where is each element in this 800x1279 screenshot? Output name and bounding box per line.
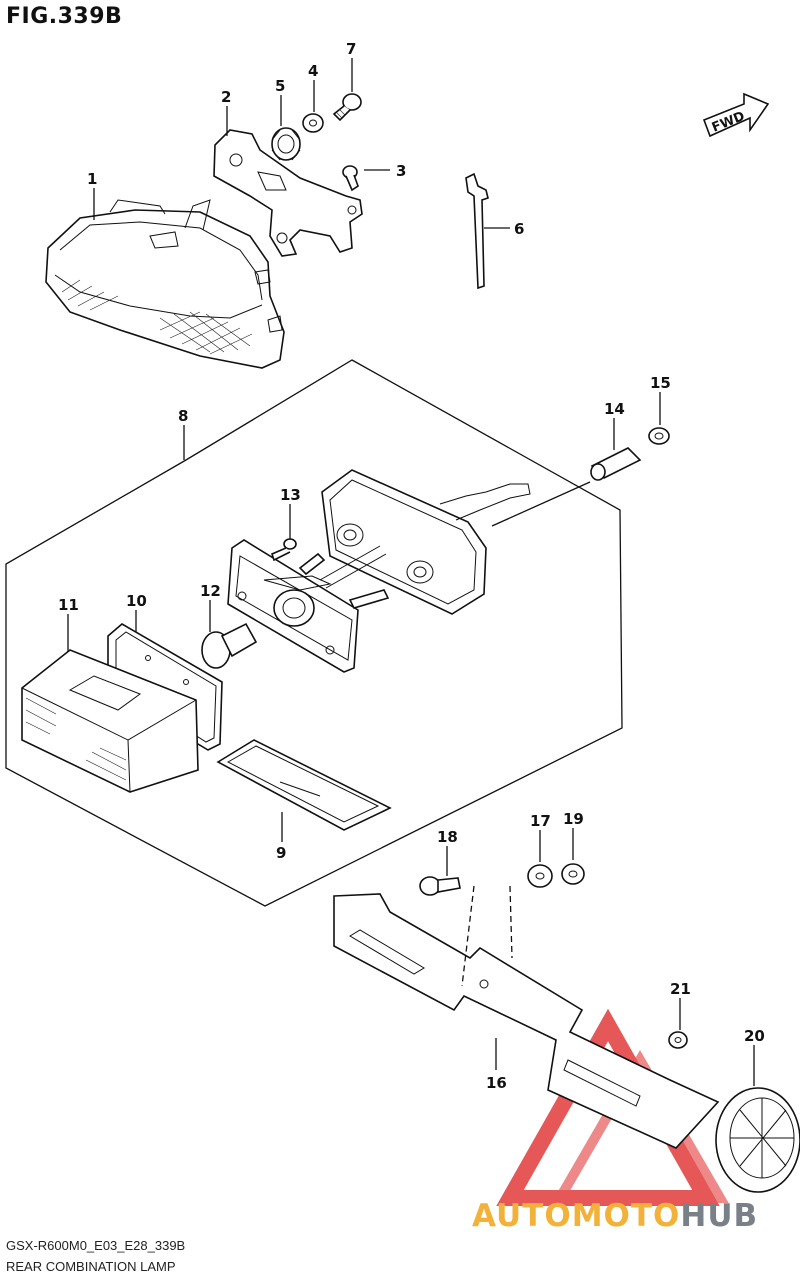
part-license-lamp-housing [321, 469, 591, 615]
model-code: GSX-R600M0_E03_E28_339B [6, 1238, 186, 1253]
part-collar-14 [590, 447, 642, 481]
callout-12: 12 [200, 582, 221, 600]
callout-20: 20 [744, 1027, 765, 1045]
callout-3: 3 [396, 162, 406, 180]
part-nut-21 [668, 1031, 688, 1049]
callout-10: 10 [126, 592, 147, 610]
callout-15: 15 [650, 374, 671, 392]
callout-1: 1 [87, 170, 97, 188]
brand-part2: HUB [680, 1198, 759, 1234]
part-lamp-bracket [213, 129, 363, 257]
subassembly-frame-8 [5, 359, 623, 907]
part-screw-13 [271, 538, 297, 562]
part-screw-3 [342, 165, 359, 192]
part-lens-9 [216, 739, 392, 831]
callout-16: 16 [486, 1074, 507, 1092]
callout-6: 6 [514, 220, 524, 238]
section-name: REAR COMBINATION LAMP [6, 1259, 176, 1274]
part-nut-15 [648, 427, 670, 445]
part-screw-18 [419, 876, 461, 896]
part-grommet-5 [271, 127, 301, 161]
part-socket-plate [227, 539, 390, 673]
part-lens-cover-11 [21, 649, 199, 793]
callout-5: 5 [275, 77, 285, 95]
watermark-brand: AUTOMOTOHUB [472, 1198, 758, 1234]
callout-21: 21 [670, 980, 691, 998]
callout-11: 11 [58, 596, 79, 614]
callout-14: 14 [604, 400, 625, 418]
figure-title: FIG.339B [6, 4, 123, 29]
brand-part1: AUTOMOTO [472, 1198, 681, 1234]
fwd-direction-badge: FWD [702, 92, 770, 138]
callout-13: 13 [280, 486, 301, 504]
callout-2: 2 [221, 88, 231, 106]
part-reflector-20 [715, 1087, 800, 1193]
part-washer-4 [302, 113, 324, 133]
callout-19: 19 [563, 810, 584, 828]
part-nut-19 [561, 863, 585, 885]
callout-numbers: 1 2 3 4 5 6 7 8 9 10 11 12 13 14 15 16 1… [58, 40, 765, 1092]
part-cable-tie-6 [465, 172, 489, 290]
callout-7: 7 [346, 40, 356, 58]
callout-4: 4 [308, 62, 318, 80]
part-washer-17 [527, 864, 553, 888]
callout-9: 9 [276, 844, 286, 862]
part-bulb-12 [201, 622, 258, 669]
part-reflector-bracket-16 [333, 885, 720, 1149]
callout-18: 18 [437, 828, 458, 846]
callout-8: 8 [178, 407, 188, 425]
part-bolt-7 [332, 93, 362, 122]
callout-17: 17 [530, 812, 551, 830]
part-tail-lamp [45, 199, 285, 369]
